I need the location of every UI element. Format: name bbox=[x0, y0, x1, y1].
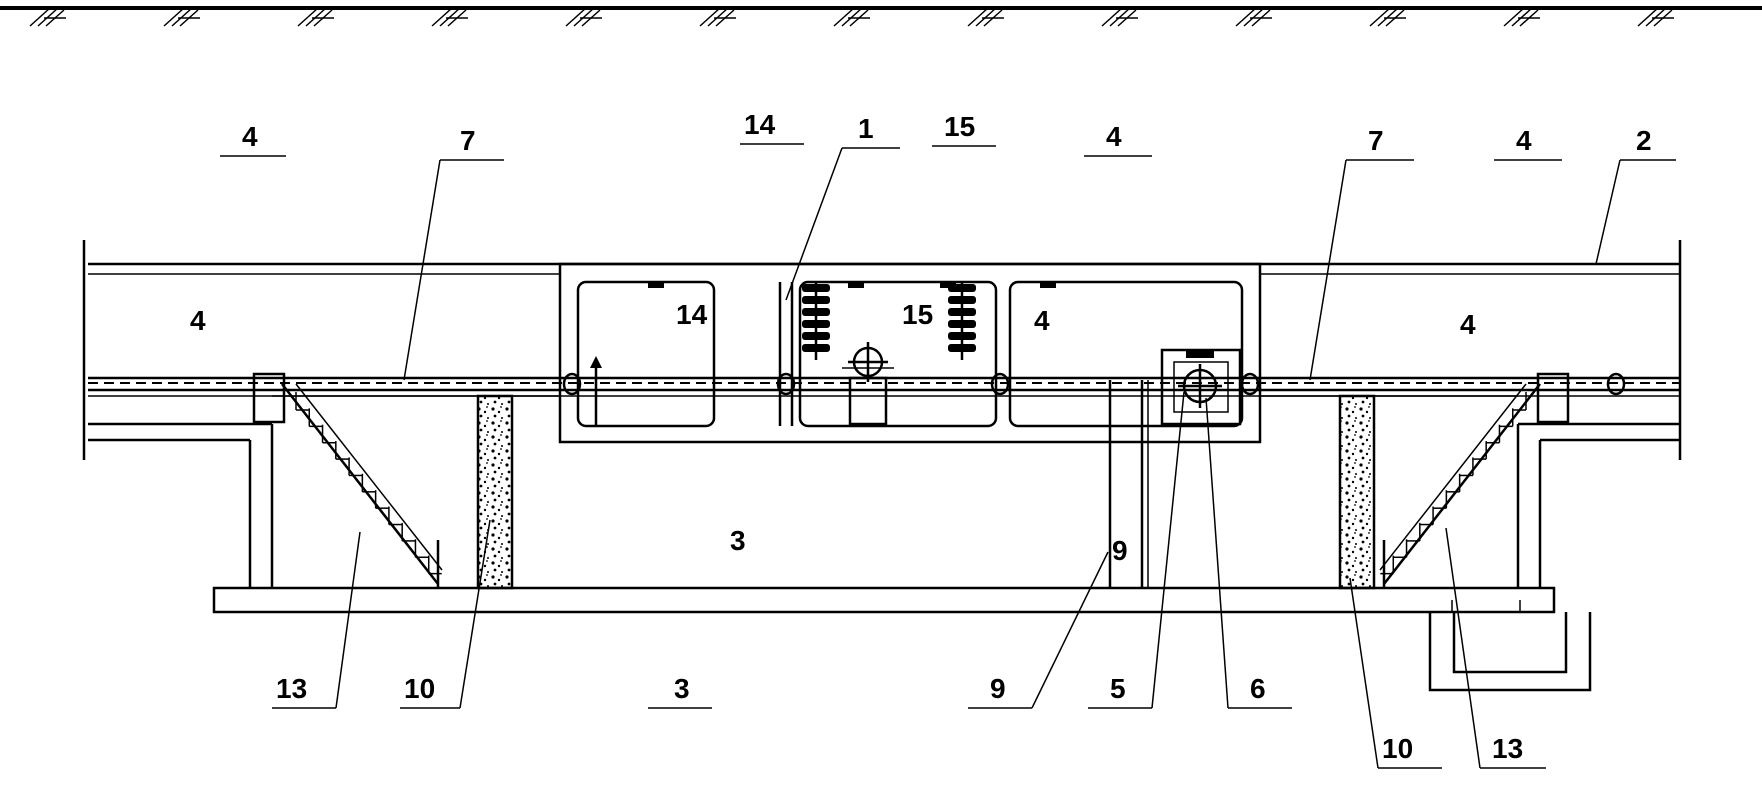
stair-left bbox=[252, 372, 443, 588]
gravel-fill-left bbox=[476, 394, 514, 590]
soil-mark bbox=[967, 7, 1004, 27]
callout-15: 15 bbox=[944, 111, 975, 142]
label-9-inside: 9 bbox=[1112, 535, 1128, 566]
stair-right bbox=[1379, 372, 1570, 588]
label-4-inside-right: 4 bbox=[1460, 309, 1476, 340]
callout-4-center: 4 bbox=[1106, 121, 1122, 152]
soil-mark bbox=[1637, 7, 1674, 27]
label-14-inside: 14 bbox=[676, 299, 708, 330]
interior-labels: 4 14 15 4 4 3 9 bbox=[190, 299, 1476, 566]
soil-mark bbox=[1101, 7, 1138, 27]
callout-4-right: 4 bbox=[1516, 125, 1532, 156]
callout-3: 3 bbox=[674, 673, 690, 704]
ground-surface bbox=[0, 6, 1762, 27]
callout-2: 2 bbox=[1636, 125, 1652, 156]
callout-10-right: 10 bbox=[1382, 733, 1413, 764]
callout-10-left: 10 bbox=[404, 673, 435, 704]
lower-passage bbox=[212, 395, 1556, 614]
soil-hatch-marks bbox=[29, 7, 1674, 27]
soil-mark bbox=[29, 7, 66, 27]
callout-9: 9 bbox=[990, 673, 1006, 704]
soil-mark bbox=[297, 7, 334, 27]
callout-7-left: 7 bbox=[460, 125, 476, 156]
rail-joint-markers bbox=[562, 372, 1626, 396]
callout-6: 6 bbox=[1250, 673, 1266, 704]
soil-mark bbox=[1235, 7, 1272, 27]
label-3-inside: 3 bbox=[730, 525, 746, 556]
callout-14: 14 bbox=[744, 109, 776, 140]
support-bracket bbox=[590, 342, 894, 426]
callout-4-left: 4 bbox=[242, 121, 258, 152]
label-4-inside-left: 4 bbox=[190, 305, 206, 336]
leader-lines bbox=[220, 143, 1676, 769]
central-box-structure bbox=[558, 262, 1262, 444]
callout-labels: 4 7 14 1 15 4 7 4 2 13 10 3 9 5 6 10 13 bbox=[242, 109, 1652, 764]
column-9 bbox=[1108, 380, 1149, 588]
callout-13-right: 13 bbox=[1492, 733, 1523, 764]
label-4-inside-center: 4 bbox=[1034, 305, 1050, 336]
soil-mark bbox=[833, 7, 870, 27]
soil-mark bbox=[699, 7, 736, 27]
soil-mark bbox=[1503, 7, 1540, 27]
soil-mark bbox=[1369, 7, 1406, 27]
label-15-inside: 15 bbox=[902, 299, 933, 330]
soil-mark bbox=[431, 7, 468, 27]
soil-mark bbox=[565, 7, 602, 27]
callout-7-right: 7 bbox=[1368, 125, 1384, 156]
callout-13-left: 13 bbox=[276, 673, 307, 704]
callout-5: 5 bbox=[1110, 673, 1126, 704]
signal-box bbox=[1160, 348, 1242, 426]
callout-1: 1 bbox=[858, 113, 874, 144]
drainage-sump bbox=[1428, 600, 1592, 692]
insulator-stacks bbox=[802, 282, 976, 360]
gravel-fill-right bbox=[1338, 394, 1376, 590]
soil-mark bbox=[163, 7, 200, 27]
